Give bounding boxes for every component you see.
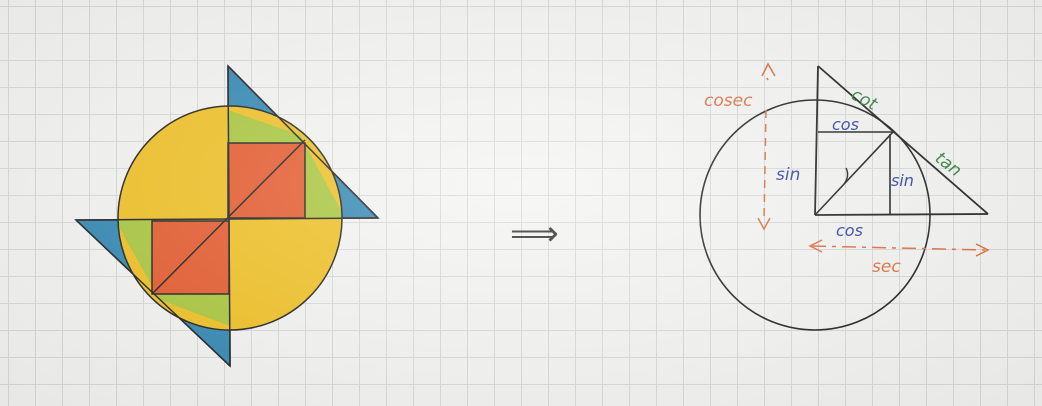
diagonal-line <box>151 139 306 295</box>
sin-left-label: sin <box>776 165 800 185</box>
sec-arrow-line <box>811 245 986 251</box>
cosec-label: cosec <box>704 91 753 111</box>
cot-label: cot <box>848 85 882 116</box>
unit-circle-trig-diagram: cosec cot cos sin sin tan cos sec <box>699 62 990 331</box>
radius-line <box>814 131 894 216</box>
cosec-segment <box>814 65 819 216</box>
cos-top-label: cos <box>832 115 859 134</box>
cos-bottom-label: cos <box>836 221 863 240</box>
hypotenuse-tangent-line <box>817 65 989 215</box>
cosec-arrow <box>761 62 776 81</box>
tan-label: tan <box>931 148 965 181</box>
cosec-arrow-head-down <box>757 217 771 231</box>
tangent-line-bottom <box>75 219 231 367</box>
tangent-line-top <box>227 65 379 219</box>
colored-circle-figure <box>74 64 380 368</box>
sin-right-label: sin <box>891 171 914 190</box>
sec-arrow-head-left <box>808 239 823 253</box>
sec-label: sec <box>872 257 901 277</box>
angle-mark <box>843 167 849 185</box>
sec-segment <box>814 213 989 216</box>
implies-arrow: ⟹ <box>510 214 559 254</box>
cosec-arrow-dash <box>763 109 767 223</box>
sec-arrow-head-right <box>975 243 990 257</box>
